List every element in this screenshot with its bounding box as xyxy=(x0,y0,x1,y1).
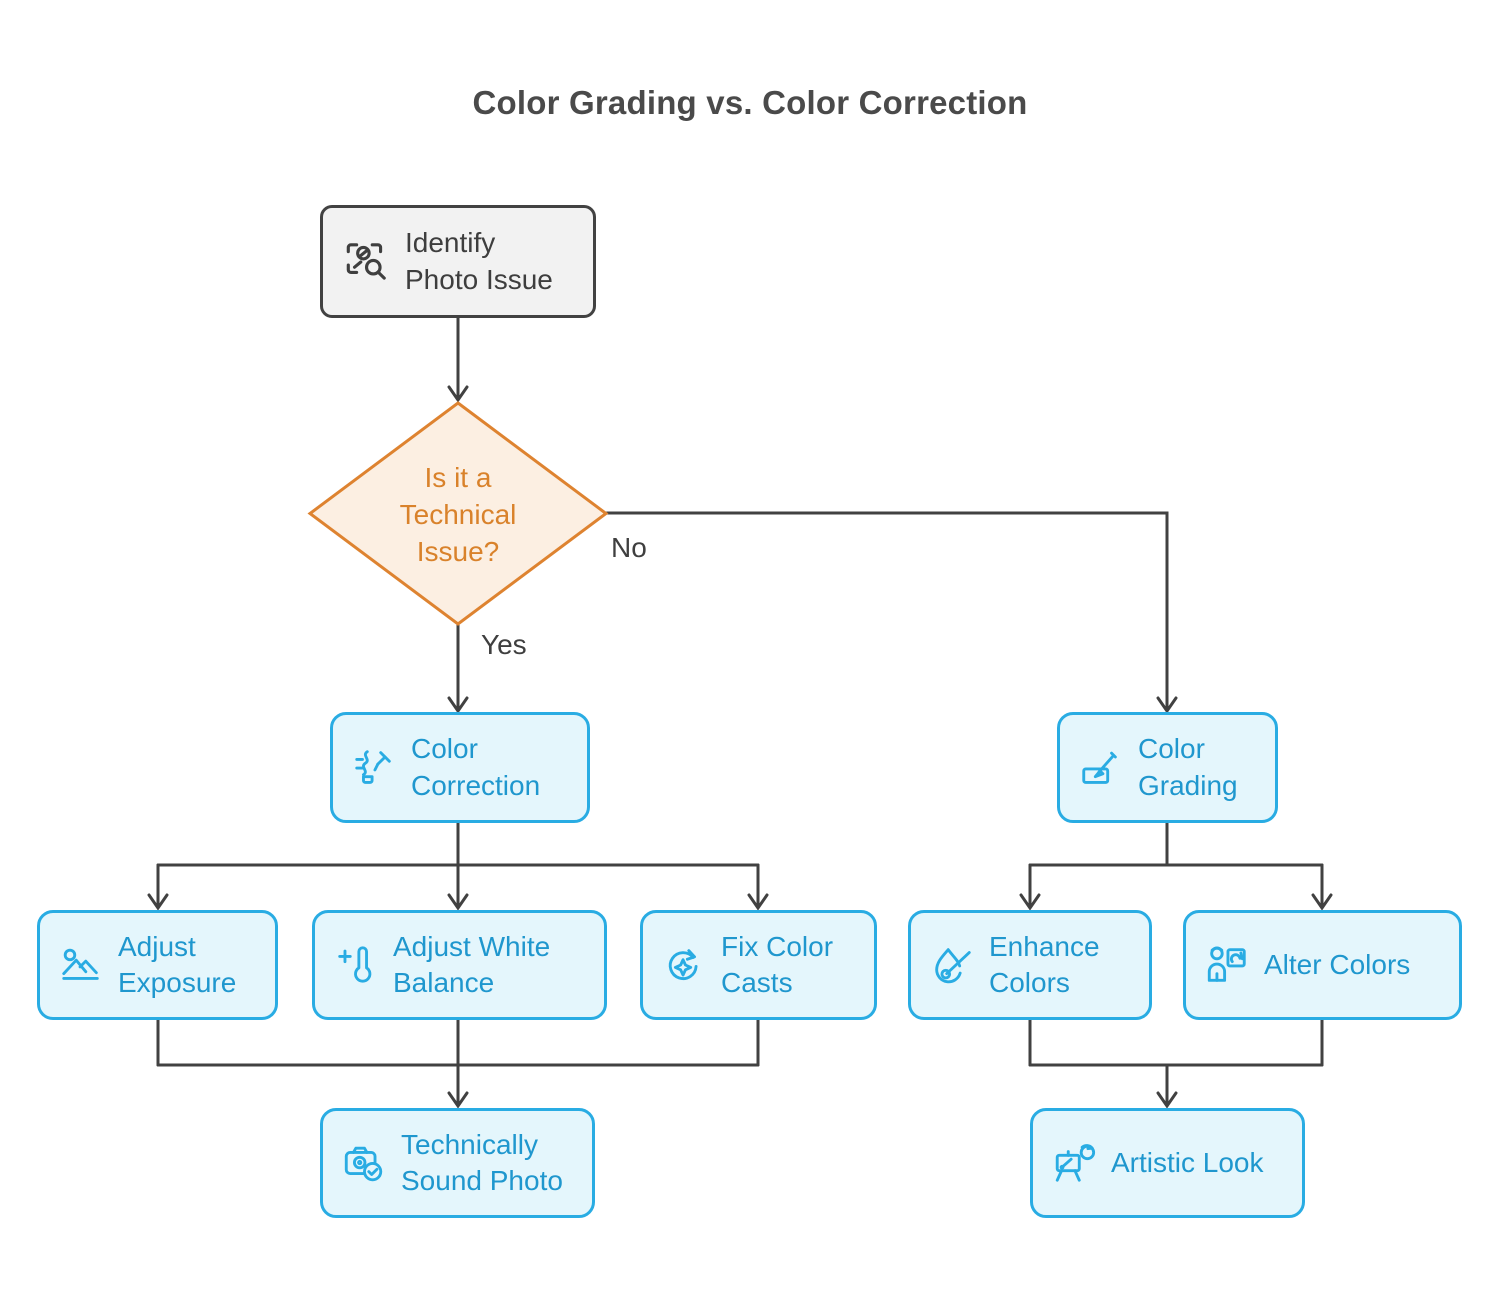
camera-check-icon xyxy=(344,1146,383,1182)
node-label: Artistic Look xyxy=(1111,1146,1264,1178)
node-label: Color Grading xyxy=(1138,733,1238,801)
edge-label-yes: Yes xyxy=(481,629,527,660)
edge-label-no: No xyxy=(611,532,647,563)
node-identify-photo-issue: Identify Photo Issue xyxy=(320,205,596,318)
arrowhead-icon xyxy=(747,893,769,911)
node-label: Enhance Colors xyxy=(989,930,1100,998)
node-color-correction: Color Correction xyxy=(330,712,590,823)
arrowhead-icon xyxy=(147,893,169,911)
node-enhance-colors: Enhance Colors xyxy=(908,910,1152,1020)
paint-brush-tray-icon xyxy=(1082,751,1117,784)
node-alter-colors: Alter Colors xyxy=(1183,910,1462,1020)
easel-palette-icon xyxy=(1055,1144,1096,1182)
arrowhead-icon xyxy=(1019,893,1041,911)
node-color-grading: Color Grading xyxy=(1057,712,1278,823)
arrowhead-icon xyxy=(1311,893,1333,911)
edge-no xyxy=(605,511,1169,711)
scan-search-icon xyxy=(346,242,386,280)
node-label: Color Correction xyxy=(411,733,541,801)
node-artistic-look: Artistic Look xyxy=(1030,1108,1305,1218)
decision-diamond xyxy=(307,401,609,626)
image-landscape-icon xyxy=(62,948,99,980)
diagram-title: Color Grading vs. Color Correction xyxy=(472,84,1028,121)
node-label: Adjust Exposure xyxy=(118,930,237,998)
node-technically-sound-photo: Technically Sound Photo xyxy=(320,1108,595,1218)
thermometer-plus-icon xyxy=(338,946,372,983)
repair-tool-icon xyxy=(355,749,391,784)
refresh-sparkle-icon xyxy=(668,949,698,980)
arrowhead-icon xyxy=(1156,696,1178,714)
node-fix-color-casts: Fix Color Casts xyxy=(640,910,877,1020)
node-label: Identify Photo Issue xyxy=(405,227,553,295)
arrowhead-icon xyxy=(447,696,469,714)
node-adjust-white-balance: Adjust White Balance xyxy=(312,910,607,1020)
artist-palette-icon xyxy=(1207,946,1246,982)
node-adjust-exposure: Adjust Exposure xyxy=(37,910,278,1020)
arrowhead-icon xyxy=(447,1091,469,1109)
arrowhead-icon xyxy=(447,385,469,403)
node-label: Technically Sound Photo xyxy=(401,1128,563,1196)
arrowhead-icon xyxy=(1156,1091,1178,1109)
flame-match-icon xyxy=(935,948,971,984)
node-label: Adjust White Balance xyxy=(393,930,551,998)
arrowhead-icon xyxy=(447,893,469,911)
node-decision-technical-issue: Is it a Technical Issue? xyxy=(399,462,517,567)
node-label: Fix Color Casts xyxy=(721,930,834,998)
node-label: Alter Colors xyxy=(1264,948,1411,980)
